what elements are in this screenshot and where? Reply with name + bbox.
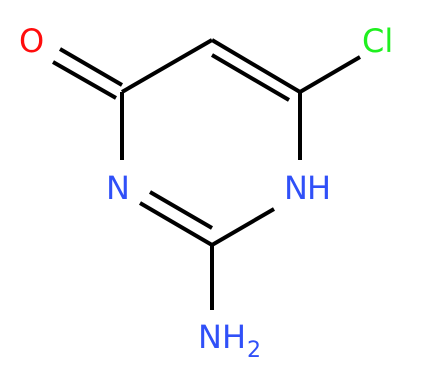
bond-c6-cl (298, 55, 362, 94)
bonds (52, 38, 362, 310)
atom-amine-nitrogen: N (198, 318, 222, 356)
atom-labels: O Cl N N H N H 2 (19, 22, 393, 363)
bond-carbonyl-inner (52, 60, 117, 100)
atom-nh-nitrogen: N (284, 169, 308, 207)
bond-c5-c6-inner (210, 53, 291, 102)
bond-n3-c2 (138, 201, 214, 247)
bond-c5-c6 (210, 38, 302, 94)
atom-nh-hydrogen: H (307, 169, 331, 207)
bond-c2-n1 (210, 207, 276, 247)
atom-oxygen: O (19, 22, 44, 60)
atom-amine-subscript: 2 (247, 338, 261, 363)
bond-c4-c5 (120, 38, 214, 94)
bond-carbonyl-outer (58, 47, 124, 87)
atom-ring-nitrogen: N (106, 169, 130, 207)
atom-amine-hydrogen: H (222, 318, 246, 356)
bond-n3-c2-inner (148, 190, 214, 230)
atom-chlorine: Cl (362, 22, 393, 60)
